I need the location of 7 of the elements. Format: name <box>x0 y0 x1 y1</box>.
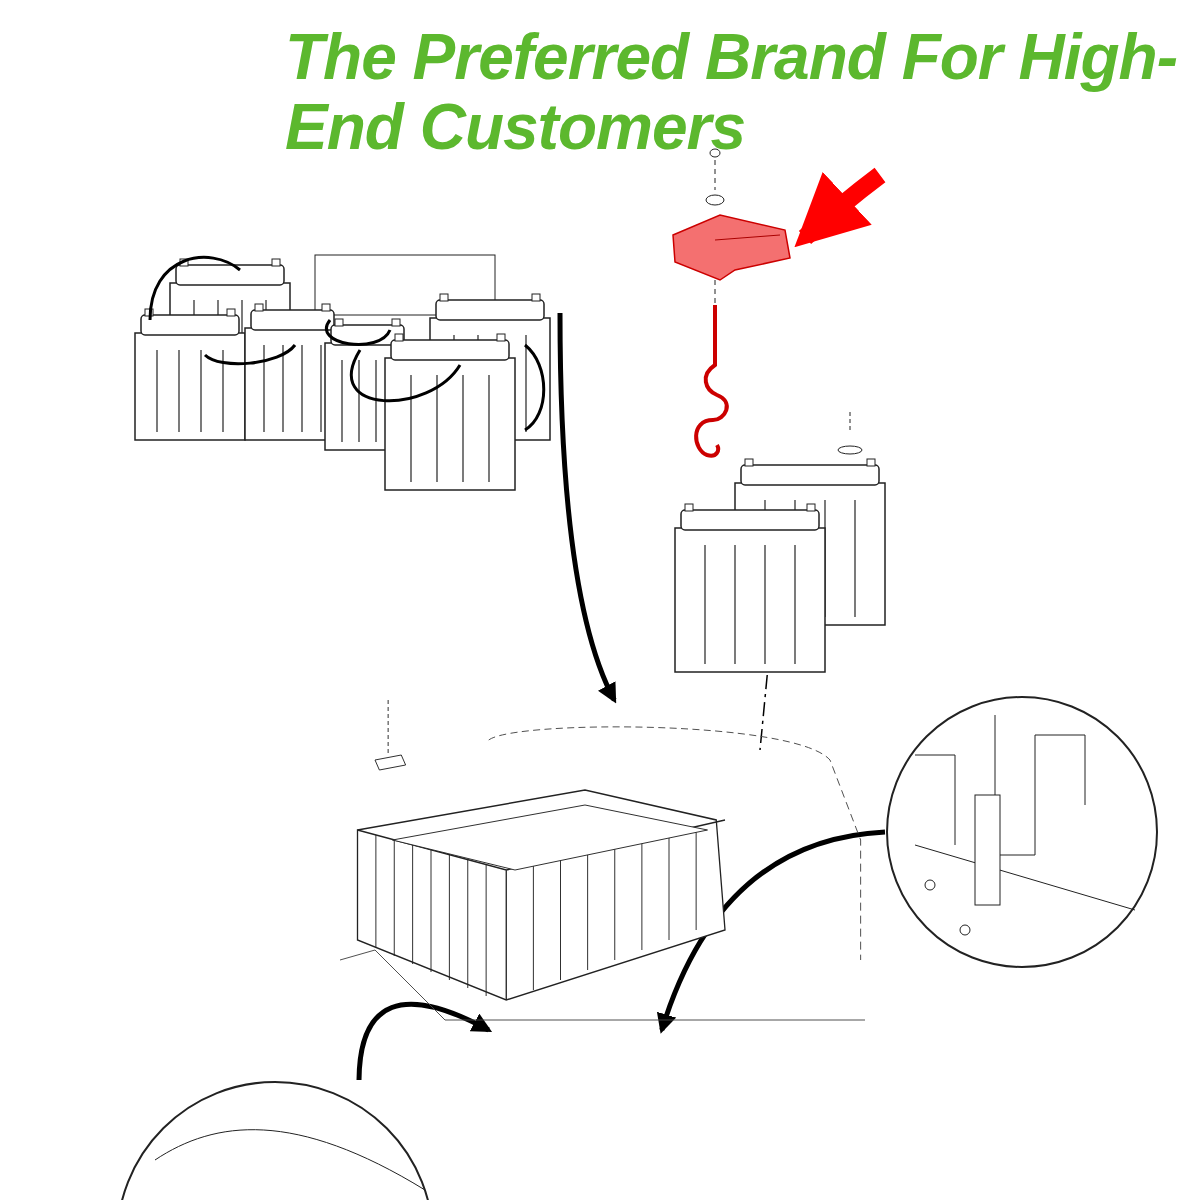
arrow <box>557 312 617 704</box>
slogan-heading: The Preferred Brand For High-End Customers <box>285 22 1178 162</box>
arrow <box>657 829 886 1034</box>
detail-inset-drawing <box>885 695 1160 970</box>
arrow <box>794 167 886 248</box>
alignment-line <box>759 674 768 751</box>
arrow <box>356 1001 493 1081</box>
